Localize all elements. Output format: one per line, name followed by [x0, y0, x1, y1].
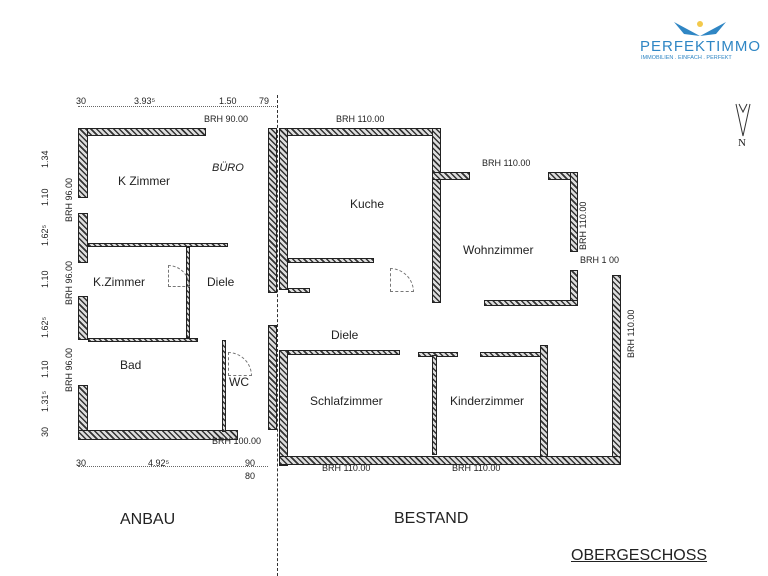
brh-label: BRH 110.00	[322, 463, 371, 473]
wall	[288, 258, 374, 263]
dim-left: 1.10	[40, 188, 50, 206]
wall	[78, 128, 88, 198]
north-arrow-icon	[735, 103, 751, 137]
wall	[78, 213, 88, 263]
room-diele-anbau: Diele	[207, 275, 235, 289]
dim-top: 1.50	[219, 96, 237, 106]
logo-tagline: IMMOBILIEN . EINFACH . PERFEKT	[641, 55, 732, 61]
brh-label: BRH 96.00	[64, 347, 74, 392]
wall	[78, 128, 206, 136]
dim-top: 30	[76, 96, 87, 106]
dim-top: 3.93⁵	[134, 96, 156, 106]
floor-title: OBERGESCHOSS	[571, 547, 708, 564]
brh-label: BRH 110.00	[482, 158, 531, 168]
wall	[418, 352, 458, 357]
room-kinderzimmer: Kinderzimmer	[450, 394, 525, 408]
dim-bottom: 30	[76, 458, 87, 468]
door-swing	[228, 352, 252, 376]
wall	[484, 300, 578, 306]
wall	[88, 338, 198, 342]
wall	[268, 325, 277, 430]
brh-label: BRH 110.00	[626, 309, 636, 358]
dim-left: 1.31⁵	[40, 390, 50, 412]
room-wc: WC	[229, 375, 249, 389]
wall	[288, 288, 310, 293]
wall	[268, 128, 277, 293]
dim-left: 1.10	[40, 270, 50, 288]
brh-label: BRH 110.00	[452, 463, 501, 473]
dim-left: 30	[40, 426, 50, 437]
north-label: N	[738, 137, 746, 149]
wall	[279, 128, 288, 290]
dim-left: 1.62⁵	[40, 316, 50, 338]
dim-left: 1.62⁵	[40, 224, 50, 246]
dim-bottom: 4.92⁵	[148, 458, 170, 468]
wall	[279, 350, 288, 466]
brh-label: BRH 110.00	[336, 114, 385, 124]
wall	[540, 345, 548, 457]
wall	[432, 128, 441, 303]
wall	[78, 430, 238, 440]
wall	[222, 340, 226, 432]
wall	[570, 172, 578, 252]
wall	[279, 128, 441, 136]
dim-bottom: 80	[245, 471, 256, 481]
brh-label: BRH 96.00	[64, 260, 74, 305]
room-wohnzimmer: Wohnzimmer	[463, 243, 534, 257]
room-buero: BÜRO	[212, 162, 244, 174]
brh-label: BRH 100.00	[212, 436, 262, 446]
logo-brand: PERFEKTIMMO	[640, 38, 762, 55]
wall	[88, 243, 228, 247]
dim-left: 1.10	[40, 360, 50, 378]
section-divider	[277, 95, 278, 576]
dim-top: 79	[259, 96, 270, 106]
wall	[612, 275, 621, 465]
wall	[480, 352, 542, 357]
wall	[288, 350, 400, 355]
section-anbau: ANBAU	[120, 511, 176, 528]
dim-bottom: 90	[245, 458, 256, 468]
room-bad: Bad	[120, 358, 142, 372]
wall	[432, 172, 470, 180]
room-schlafzimmer: Schlafzimmer	[310, 394, 383, 408]
room-kuche: Kuche	[350, 197, 385, 211]
room-k-zimmer: K Zimmer	[118, 174, 170, 188]
wall	[78, 296, 88, 340]
brh-label: BRH 1 00	[580, 255, 620, 265]
section-bestand: BESTAND	[394, 510, 469, 527]
dim-left: 1.34	[40, 150, 50, 168]
brh-label: BRH 96.00	[64, 177, 74, 222]
room-diele-bestand: Diele	[331, 328, 359, 342]
brh-label: BRH 90.00	[204, 114, 249, 124]
brh-label: BRH 110.00	[578, 201, 588, 250]
room-k-zimmer-2: K.Zimmer	[93, 275, 145, 289]
door-swing	[390, 268, 414, 292]
dimension-line	[78, 106, 278, 107]
wall	[186, 247, 190, 338]
wings-logo-icon	[674, 21, 726, 36]
wall	[279, 456, 621, 465]
wall	[432, 355, 437, 455]
dimension-line	[78, 466, 268, 467]
